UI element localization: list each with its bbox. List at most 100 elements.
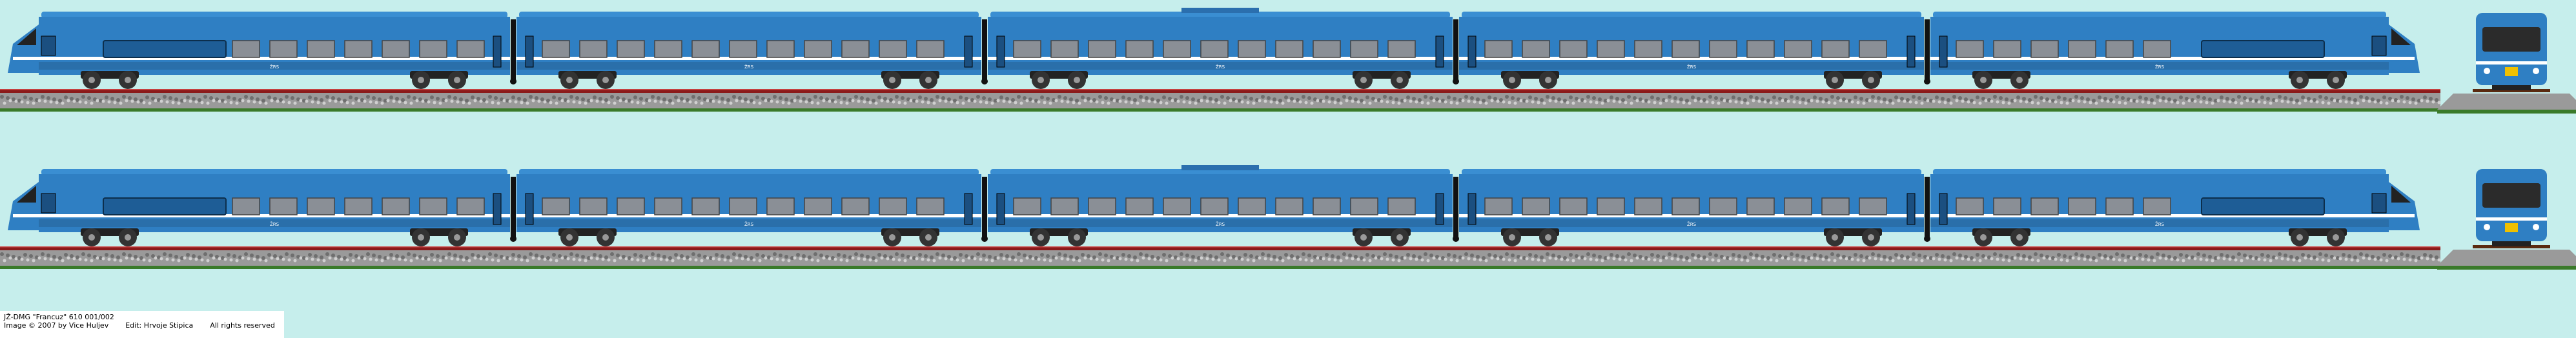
ballast-stone bbox=[680, 97, 684, 101]
ballast-stone bbox=[860, 96, 864, 100]
ballast-stone bbox=[648, 99, 651, 103]
ballast-stone bbox=[2284, 254, 2287, 257]
ballast-stone bbox=[305, 257, 309, 261]
ballast-stone bbox=[349, 95, 353, 99]
ballast-stone bbox=[488, 95, 492, 99]
ballast-stone bbox=[2400, 95, 2404, 99]
wheel-hub bbox=[1832, 77, 1838, 83]
rail-car: ŽRS bbox=[988, 8, 1453, 89]
ballast-stone bbox=[1362, 101, 1366, 104]
ballast-stone bbox=[52, 97, 56, 101]
car-door bbox=[493, 193, 502, 225]
ballast-stone bbox=[1877, 96, 1881, 100]
ballast-stone bbox=[851, 256, 855, 260]
wheel-hub bbox=[1038, 234, 1044, 241]
ballast-stone bbox=[1836, 254, 1840, 257]
ballast-stone bbox=[2191, 98, 2194, 102]
ballast-stone bbox=[407, 95, 411, 99]
ballast-stone bbox=[1447, 95, 1451, 99]
ballast-stone bbox=[1342, 95, 1346, 99]
ballast-stone bbox=[1668, 95, 1671, 99]
car-window bbox=[1313, 40, 1341, 58]
ballast-stone bbox=[232, 97, 236, 101]
ballast-stone bbox=[775, 257, 779, 261]
ballast-stone bbox=[366, 95, 370, 99]
ballast-stone bbox=[1374, 99, 1378, 103]
ballast-stone bbox=[755, 253, 759, 257]
ballast-stone bbox=[1528, 95, 1532, 99]
wheel-hub bbox=[925, 77, 932, 83]
ballast-stone bbox=[273, 254, 277, 258]
ballast-stone bbox=[2327, 101, 2331, 105]
ballast-stone bbox=[2257, 100, 2261, 104]
front-windscreen bbox=[2482, 183, 2540, 208]
ballast-stone bbox=[2092, 99, 2096, 103]
ballast-stone bbox=[813, 95, 817, 99]
ballast-stone bbox=[1537, 101, 1540, 104]
ballast-stone bbox=[1354, 255, 1358, 259]
ballast-stone bbox=[1458, 255, 1462, 259]
car-window bbox=[2143, 40, 2171, 58]
ballast-stone bbox=[2152, 101, 2156, 105]
ballast-stone bbox=[1249, 254, 1253, 258]
ballast-stone bbox=[2211, 259, 2214, 263]
ballast-stone bbox=[1615, 97, 1619, 101]
ballast-stone bbox=[2333, 256, 2336, 260]
ballast-stone bbox=[2257, 257, 2261, 261]
ballast-stone bbox=[1627, 95, 1631, 99]
ballast-stone bbox=[688, 257, 692, 261]
roof-equipment bbox=[1181, 165, 1259, 170]
ballast-stone bbox=[2237, 252, 2241, 256]
ballast-stone bbox=[58, 256, 62, 260]
ballast-stone bbox=[694, 101, 698, 104]
ballast-stone bbox=[1141, 99, 1145, 103]
ballast-stone bbox=[223, 100, 227, 104]
ballast-stone bbox=[932, 259, 936, 263]
coupler bbox=[510, 78, 516, 84]
ballast-stone bbox=[1877, 254, 1881, 257]
ballast-stone bbox=[1333, 258, 1337, 262]
ballast-stone bbox=[976, 252, 980, 256]
ballast-stone bbox=[296, 97, 300, 101]
ballast-stone bbox=[2280, 99, 2284, 103]
ballast-stone bbox=[610, 95, 614, 99]
ballast-stone bbox=[1679, 255, 1683, 259]
cab-door bbox=[2371, 35, 2387, 56]
ballast-stone bbox=[674, 253, 678, 257]
ballast-stone bbox=[1420, 101, 1424, 104]
ballast-stone bbox=[895, 95, 899, 99]
ballast-stone bbox=[1415, 257, 1418, 261]
ballast-stone bbox=[96, 256, 99, 260]
ballast-stone bbox=[624, 99, 628, 103]
ballast-stone bbox=[1639, 255, 1642, 259]
ballast-stone bbox=[2263, 258, 2267, 262]
ballast-stone bbox=[2080, 254, 2084, 257]
ballast-stone bbox=[1293, 257, 1296, 261]
ballast-stone bbox=[2112, 100, 2116, 104]
ballast-stone bbox=[863, 257, 866, 261]
ballast-stone bbox=[1438, 257, 1442, 261]
wheel-hub bbox=[454, 234, 460, 241]
car-door bbox=[964, 35, 973, 68]
ballast-stone bbox=[1577, 256, 1581, 260]
ballast-stone bbox=[2054, 257, 2058, 261]
ballast-stone bbox=[1116, 256, 1119, 260]
ballast-stone bbox=[738, 254, 742, 257]
ballast-stone bbox=[485, 100, 489, 104]
ballast-stone bbox=[1496, 99, 1500, 103]
car-stripe bbox=[1459, 57, 1924, 60]
ballast-stone bbox=[833, 257, 837, 261]
ballast-stone bbox=[1400, 256, 1404, 260]
ballast-stone bbox=[2400, 252, 2404, 256]
car-window bbox=[2030, 40, 2059, 58]
ballast-stone bbox=[2077, 257, 2081, 261]
ballast-stone bbox=[1325, 253, 1329, 257]
caption-credits: Image © 2007 by Vice Huljev Edit: Hrvoje… bbox=[4, 321, 284, 330]
ballast-stone bbox=[1226, 96, 1230, 100]
ballast-stone bbox=[1513, 259, 1517, 263]
ballast-stone bbox=[700, 101, 704, 105]
ballast-stone bbox=[1081, 95, 1085, 99]
ballast-stone bbox=[482, 98, 486, 102]
ballast-stone bbox=[1412, 254, 1416, 258]
front-grass bbox=[2437, 266, 2576, 270]
